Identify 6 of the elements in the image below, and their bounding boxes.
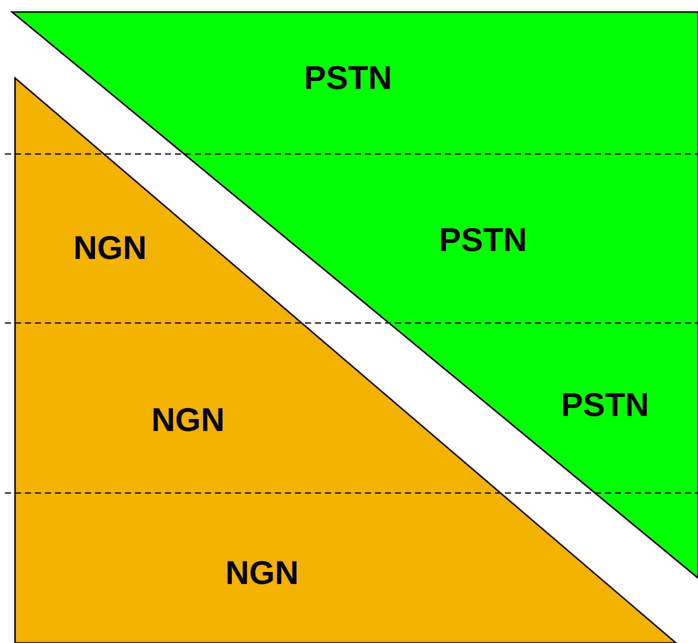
region-label: PSTN xyxy=(304,59,392,97)
region-label: PSTN xyxy=(561,386,649,424)
region-label: PSTN xyxy=(439,221,527,259)
region-label: NGN xyxy=(151,401,225,439)
region-label: NGN xyxy=(225,554,299,592)
region-label: NGN xyxy=(73,229,147,267)
